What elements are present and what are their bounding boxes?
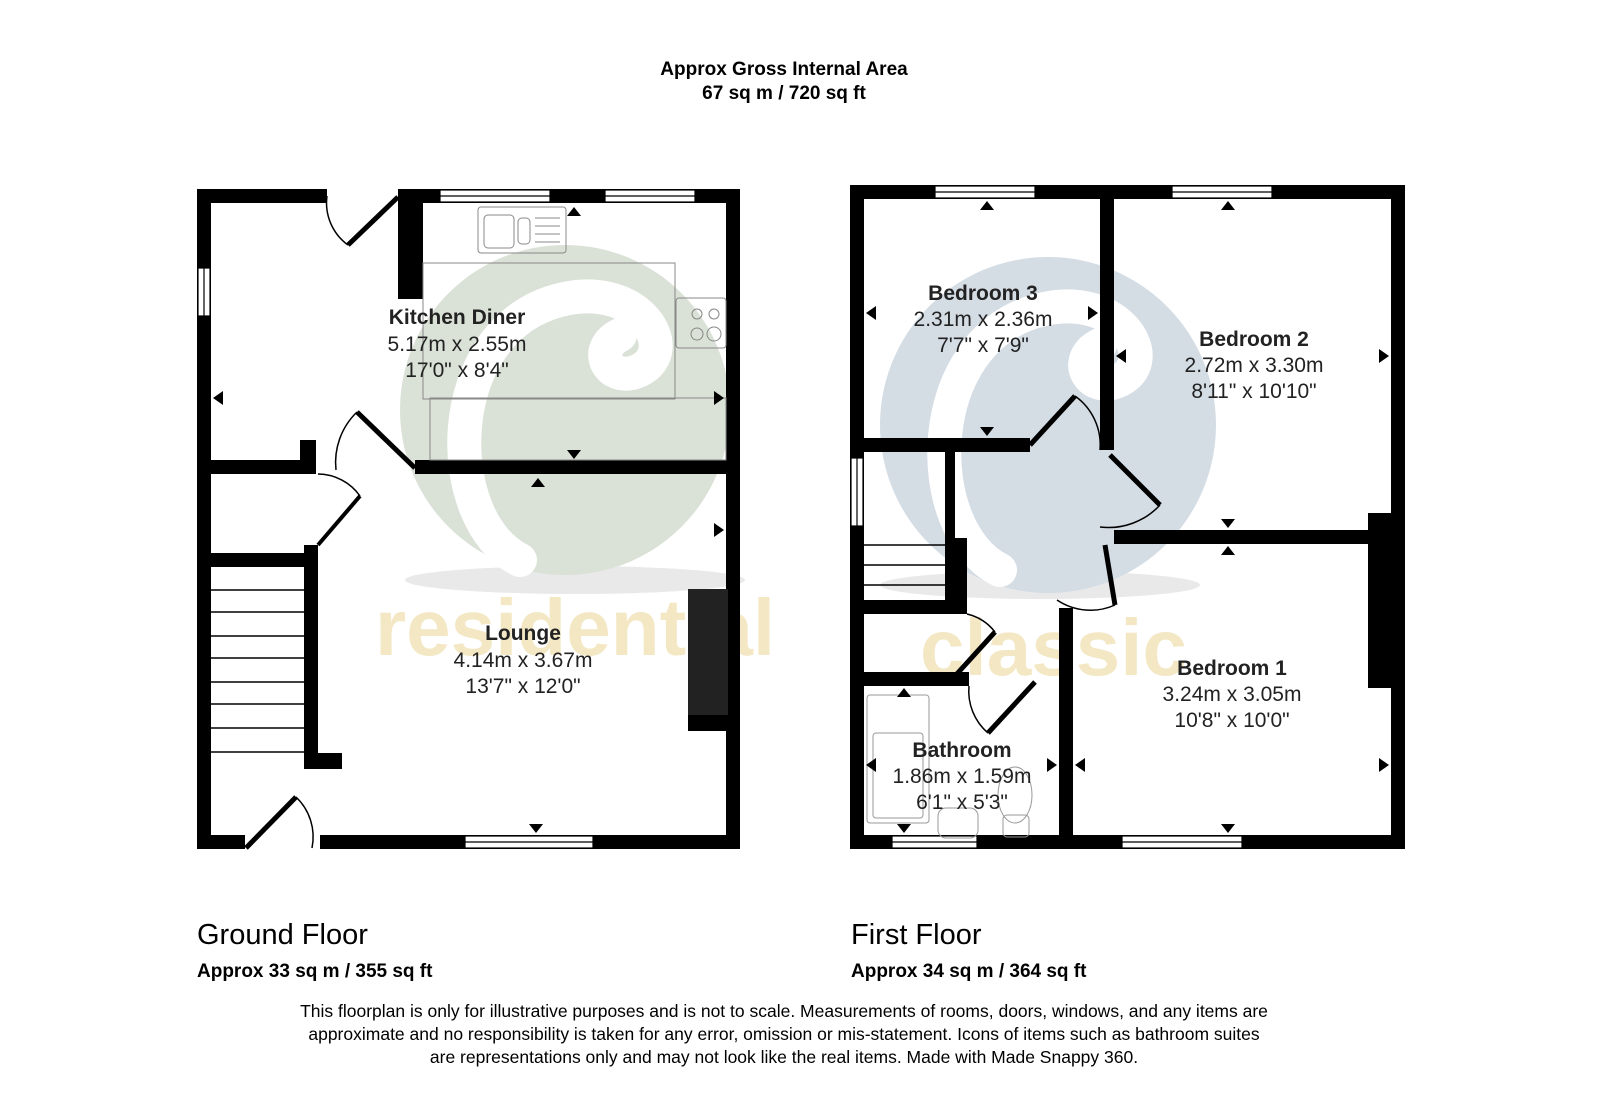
doors-ground bbox=[244, 195, 417, 850]
room-bedroom-3: Bedroom 3 2.31m x 2.36m 7'7" x 7'9" bbox=[914, 282, 1053, 357]
gia-title: Approx Gross Internal Area bbox=[660, 59, 908, 80]
svg-text:2.31m x 2.36m: 2.31m x 2.36m bbox=[914, 308, 1053, 331]
dimension-markers-ground bbox=[213, 207, 724, 833]
gia-value: 67 sq m / 720 sq ft bbox=[702, 83, 866, 104]
disclaimer-line-1: This floorplan is only for illustrative … bbox=[300, 1001, 1268, 1021]
staircase-ground bbox=[211, 589, 304, 753]
first-floor-area: Approx 34 sq m / 364 sq ft bbox=[851, 961, 1087, 982]
ground-floor-area: Approx 33 sq m / 355 sq ft bbox=[197, 961, 433, 982]
svg-text:7'7" x 7'9": 7'7" x 7'9" bbox=[937, 334, 1029, 357]
first-floor-plan: classic bbox=[850, 185, 1405, 849]
disclaimer: This floorplan is only for illustrative … bbox=[0, 1000, 1568, 1069]
room-bathroom: Bathroom 1.86m x 1.59m 6'1" x 5'3" bbox=[893, 739, 1032, 814]
svg-text:6'1" x 5'3": 6'1" x 5'3" bbox=[916, 791, 1008, 814]
room-bedroom-2: Bedroom 2 2.72m x 3.30m 8'11" x 10'10" bbox=[1185, 328, 1324, 403]
svg-text:4.14m x 3.67m: 4.14m x 3.67m bbox=[454, 649, 593, 672]
staircase-first bbox=[864, 544, 945, 586]
svg-text:13'7" x 12'0": 13'7" x 12'0" bbox=[465, 675, 580, 698]
svg-text:Bathroom: Bathroom bbox=[912, 739, 1011, 762]
room-lounge: Lounge 4.14m x 3.67m 13'7" x 12'0" bbox=[454, 622, 593, 698]
watermark-logo-ground bbox=[400, 245, 745, 594]
disclaimer-line-3: are representations only and may not loo… bbox=[429, 1047, 1139, 1067]
room-kitchen-diner: Kitchen Diner 5.17m x 2.55m 17'0" x 8'4" bbox=[388, 306, 527, 382]
windows-ground bbox=[197, 189, 696, 849]
svg-text:10'8" x 10'0": 10'8" x 10'0" bbox=[1174, 709, 1289, 732]
windows-first bbox=[850, 185, 1273, 849]
room-bedroom-1: Bedroom 1 3.24m x 3.05m 10'8" x 10'0" bbox=[1163, 657, 1302, 732]
svg-text:Bedroom 2: Bedroom 2 bbox=[1199, 328, 1309, 351]
kitchen-units bbox=[422, 206, 727, 461]
ground-floor-plan: residential bbox=[197, 189, 775, 850]
gross-internal-area: Approx Gross Internal Area 67 sq m / 720… bbox=[0, 58, 1568, 106]
svg-text:Bedroom 3: Bedroom 3 bbox=[928, 282, 1038, 305]
svg-text:Kitchen Diner: Kitchen Diner bbox=[389, 306, 526, 329]
dimension-markers-first bbox=[866, 201, 1389, 833]
svg-text:8'11" x 10'10": 8'11" x 10'10" bbox=[1191, 380, 1316, 403]
svg-text:17'0" x 8'4": 17'0" x 8'4" bbox=[405, 359, 509, 382]
ground-floor-title: Ground Floor bbox=[197, 919, 368, 951]
disclaimer-line-2: approximate and no responsibility is tak… bbox=[308, 1024, 1260, 1044]
svg-text:2.72m x 3.30m: 2.72m x 3.30m bbox=[1185, 354, 1324, 377]
svg-text:3.24m x 3.05m: 3.24m x 3.05m bbox=[1163, 683, 1302, 706]
doors-first bbox=[953, 394, 1162, 735]
svg-text:5.17m x 2.55m: 5.17m x 2.55m bbox=[388, 333, 527, 356]
svg-text:1.86m x 1.59m: 1.86m x 1.59m bbox=[893, 765, 1032, 788]
svg-text:Lounge: Lounge bbox=[485, 622, 561, 645]
svg-text:Bedroom 1: Bedroom 1 bbox=[1177, 657, 1287, 680]
first-floor-title: First Floor bbox=[851, 919, 982, 951]
bathroom-fixtures bbox=[866, 694, 1033, 839]
